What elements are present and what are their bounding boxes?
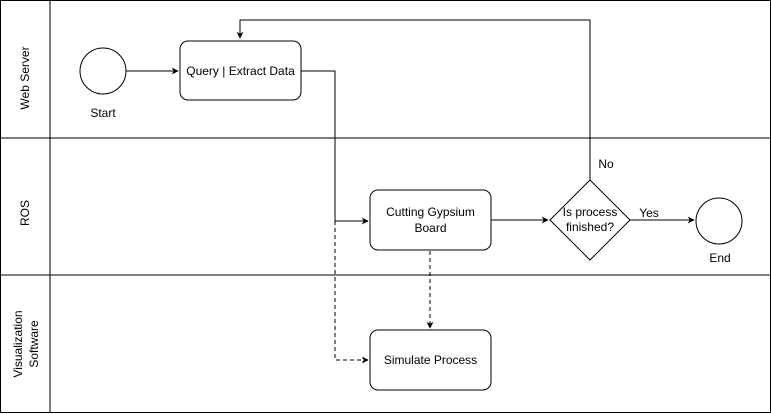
lane-labels: Web Server ROS Visualization Software: [11, 46, 41, 377]
edges: [126, 19, 695, 364]
nodes: Start Query | Extract Data Cutting Gypsi…: [79, 40, 743, 391]
gateway-is-process-finished[interactable]: [549, 179, 631, 261]
gateway-label-line2: finished?: [566, 220, 614, 234]
edge-label-no: No: [598, 157, 614, 171]
edge-labels: Yes No: [598, 157, 658, 220]
end-label: End: [709, 251, 730, 265]
edge-label-yes: Yes: [639, 206, 659, 220]
edge-query-to-simulate: [334, 221, 369, 364]
end-event[interactable]: [695, 197, 743, 245]
task-query-label: Query | Extract Data: [186, 64, 295, 78]
lane-label-ros: ROS: [18, 200, 32, 226]
task-cutting-label-line1: Cutting Gypsium: [386, 205, 475, 219]
task-simulate-label: Simulate Process: [384, 353, 477, 367]
task-simulate-process[interactable]: [369, 329, 492, 391]
task-query-extract-data[interactable]: [179, 40, 302, 101]
edge-query-to-cutting: [301, 70, 369, 225]
start-event[interactable]: [79, 47, 127, 95]
edge-decision-no-to-query: [236, 19, 591, 180]
lane-label-web-server: Web Server: [18, 46, 32, 109]
task-cutting-label-line2: Board: [414, 221, 446, 235]
lane-label-software: Software: [27, 320, 41, 368]
start-label: Start: [90, 106, 116, 120]
lane-label-visualization: Visualization: [11, 310, 25, 377]
gateway-label-line1: Is process: [563, 205, 618, 219]
task-cutting-gypsium-board[interactable]: [369, 189, 492, 251]
